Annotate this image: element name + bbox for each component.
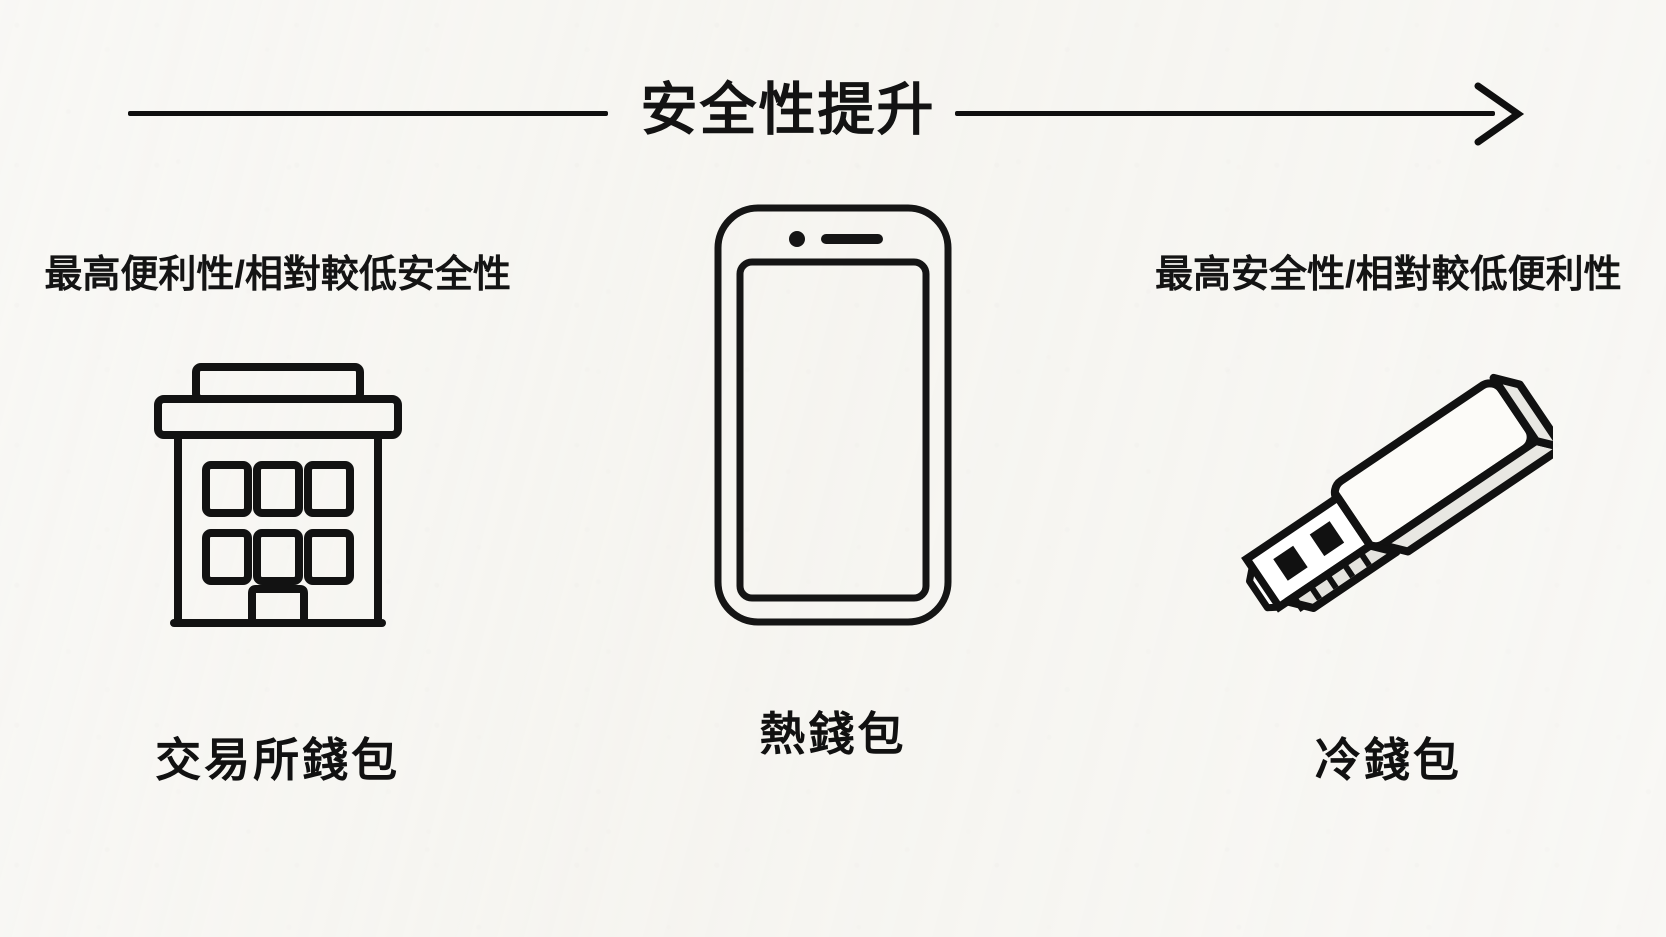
column-cold-wallet: 最高安全性/相對較低便利性	[1111, 210, 1666, 810]
bank-building-icon	[144, 330, 412, 660]
security-axis-arrow: 安全性提升	[0, 62, 1666, 168]
column-exchange-wallet: 最高便利性/相對較低安全性	[0, 210, 555, 810]
cold-wallet-caption: 冷錢包	[1314, 734, 1462, 786]
usb-flash-drive-icon	[1223, 330, 1554, 660]
right-arrow-icon	[1468, 80, 1538, 148]
column-hot-wallet: 熱錢包	[555, 204, 1110, 810]
exchange-wallet-tradeoff-label: 最高便利性/相對較低安全性	[44, 253, 511, 296]
hot-wallet-caption: 熱錢包	[759, 708, 907, 760]
arrow-line-left-segment	[128, 111, 608, 116]
smartphone-icon	[708, 204, 958, 626]
wallet-columns: 最高便利性/相對較低安全性	[0, 204, 1666, 810]
exchange-wallet-caption: 交易所錢包	[155, 734, 401, 786]
cold-wallet-tradeoff-label: 最高安全性/相對較低便利性	[1155, 253, 1622, 296]
page-title: 安全性提升	[640, 78, 936, 142]
arrow-line-right-segment	[955, 111, 1495, 116]
